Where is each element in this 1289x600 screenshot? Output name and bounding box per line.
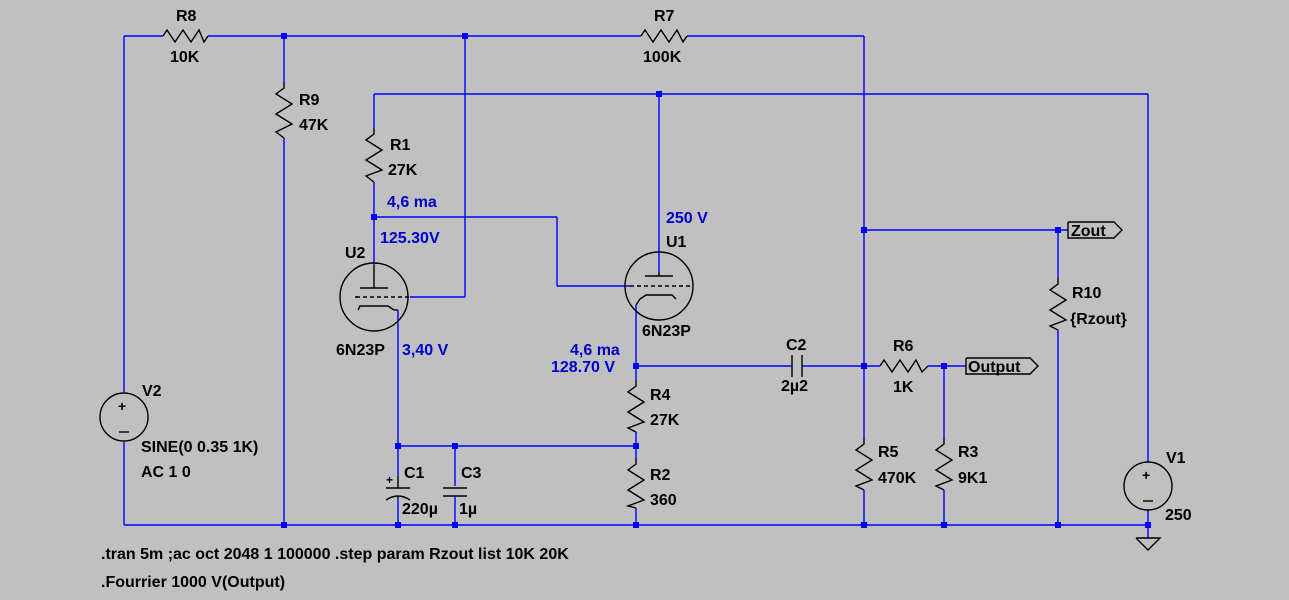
v2-value1: SINE(0 0.35 1K) [141, 439, 258, 456]
v1-value: 250 [1165, 507, 1192, 524]
operating-point-annotations: 4,6 ma 125.30V 3,40 V 250 V 4,6 ma 128.7… [380, 194, 708, 376]
r6-name: R6 [893, 338, 914, 355]
u1-anode-voltage: 250 V [666, 210, 708, 227]
r6-value: 1K [893, 379, 914, 396]
directive-line-1[interactable]: .tran 5m ;ac oct 2048 1 100000 .step par… [101, 546, 569, 563]
resistor-r1[interactable]: R1 27K [364, 128, 418, 183]
capacitor-c1[interactable]: + C1 220µ [385, 465, 438, 518]
c2-value: 2µ2 [781, 378, 808, 395]
resistor-r3[interactable]: R3 9K1 [934, 438, 987, 491]
r9-value: 47K [299, 117, 329, 134]
c1-name: C1 [404, 465, 425, 482]
r3-value: 9K1 [958, 470, 987, 487]
resistor-r4[interactable]: R4 27K [626, 380, 680, 433]
resistor-r9[interactable]: R9 47K [274, 82, 329, 139]
net-label-output[interactable]: Output [965, 357, 1039, 376]
u1-name: U1 [666, 234, 687, 251]
resistor-r5[interactable]: R5 470K [854, 438, 917, 491]
r9-name: R9 [299, 92, 320, 109]
c3-name: C3 [461, 465, 482, 482]
r4-name: R4 [650, 387, 671, 404]
r7-name: R7 [654, 8, 675, 25]
r7-value: 100K [643, 49, 682, 66]
u2-value: 6N23P [336, 342, 385, 359]
v2-name: V2 [142, 383, 162, 400]
spice-directives[interactable]: .tran 5m ;ac oct 2048 1 100000 .step par… [101, 546, 569, 591]
voltage-source-v1[interactable]: + V1 250 [1123, 450, 1192, 524]
ground-icon [1135, 537, 1162, 551]
directive-line-2[interactable]: .Fourrier 1000 V(Output) [101, 574, 285, 591]
u1-cathode-voltage: 128.70 V [551, 359, 615, 376]
u2-current-annotation: 4,6 ma [387, 194, 437, 211]
r4-value: 27K [650, 412, 680, 429]
r10-value: {Rzout} [1070, 311, 1127, 328]
v1-name: V1 [1166, 450, 1186, 467]
r8-value: 10K [170, 49, 200, 66]
r1-value: 27K [388, 162, 418, 179]
zout-label: Zout [1071, 223, 1106, 240]
resistor-r6[interactable]: R6 1K [879, 338, 929, 396]
capacitor-c3[interactable]: C3 1µ [443, 465, 482, 518]
output-label: Output [968, 359, 1021, 376]
triode-u2[interactable]: U2 6N23P [336, 245, 410, 359]
c3-value: 1µ [459, 501, 477, 518]
r8-name: R8 [176, 8, 197, 25]
junctions [281, 33, 1151, 528]
u2-name: U2 [345, 245, 366, 262]
r5-value: 470K [878, 470, 917, 487]
c2-name: C2 [786, 337, 807, 354]
r10-name: R10 [1072, 285, 1101, 302]
c1-value: 220µ [402, 501, 438, 518]
voltage-source-v2[interactable]: + V2 SINE(0 0.35 1K) AC 1 0 [99, 383, 258, 481]
resistor-r10[interactable]: R10 {Rzout} [1048, 278, 1127, 331]
u1-current-annotation: 4,6 ma [570, 342, 620, 359]
net-label-zout[interactable]: Zout [1067, 221, 1123, 240]
u2-cathode-voltage: 3,40 V [402, 342, 449, 359]
v1-plus-icon: + [1142, 467, 1150, 483]
r3-name: R3 [958, 444, 979, 461]
resistor-r7[interactable]: R7 100K [640, 8, 688, 66]
r2-value: 360 [650, 492, 677, 509]
v2-value2: AC 1 0 [141, 464, 191, 481]
u1-value: 6N23P [642, 323, 691, 340]
triode-u1[interactable]: U1 6N23P [624, 234, 694, 340]
r5-name: R5 [878, 444, 899, 461]
r1-name: R1 [390, 137, 411, 154]
u2-anode-voltage: 125.30V [380, 230, 440, 247]
capacitor-c2[interactable]: C2 2µ2 [781, 337, 808, 395]
resistor-r8[interactable]: R8 10K [162, 8, 209, 66]
resistor-r2[interactable]: R2 360 [625, 458, 677, 509]
c1-plus-icon: + [386, 473, 393, 487]
v2-plus-icon: + [118, 398, 126, 414]
r2-name: R2 [650, 467, 671, 484]
